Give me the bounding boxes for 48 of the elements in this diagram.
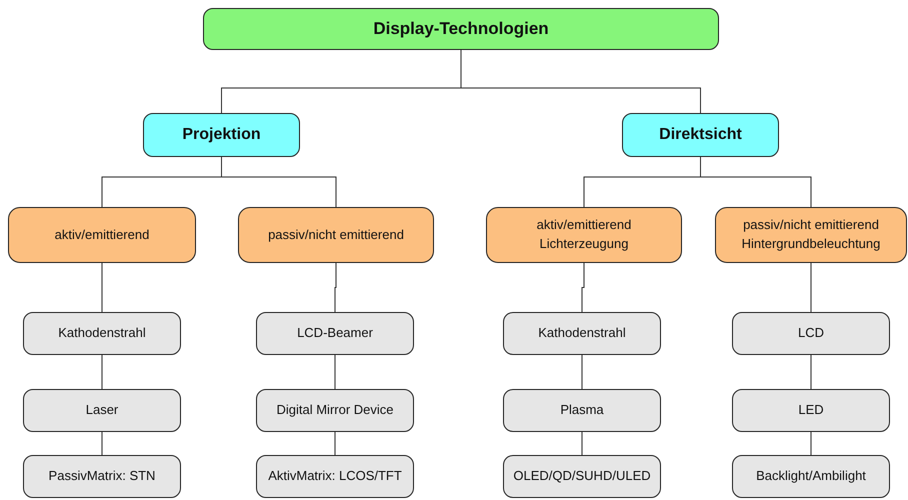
node-label: Digital Mirror Device <box>276 401 394 420</box>
connector-line <box>810 432 812 456</box>
connector-line <box>460 50 701 114</box>
connector-line <box>700 156 812 208</box>
category-box <box>143 113 300 157</box>
node-label: Direktsicht <box>659 125 742 146</box>
connector-line <box>582 262 584 312</box>
node-label: Projektion <box>182 125 261 146</box>
subcategory-box <box>8 207 196 263</box>
technology-box <box>732 455 890 498</box>
technology-box <box>256 389 414 432</box>
connector-line <box>334 354 336 390</box>
node-label: PassivMatrix: STN <box>48 467 156 486</box>
connector-line <box>334 432 336 456</box>
technology-box <box>503 455 661 498</box>
node-label: LCD-Beamer <box>297 324 373 342</box>
node-label: Kathodenstrahl <box>538 324 626 342</box>
connector-line <box>221 156 336 208</box>
node-label: LED <box>798 401 824 420</box>
technology-box <box>23 389 181 432</box>
node-label: Kathodenstrahl <box>58 324 146 342</box>
subcategory-box <box>715 207 907 263</box>
subcategory-box <box>486 207 682 263</box>
technology-box <box>503 389 661 432</box>
technology-box <box>732 312 890 355</box>
node-label: Laser <box>86 401 118 420</box>
node-label: Backlight/Ambilight <box>756 467 866 486</box>
node-label: aktiv/emittierend <box>54 226 150 244</box>
node-label: aktiv/emittierend Lichterzeugung <box>536 216 632 253</box>
node-label: Plasma <box>560 401 604 420</box>
technology-box <box>23 312 181 355</box>
technology-box <box>503 312 661 355</box>
node-label: passiv/nicht emittierend <box>268 226 404 244</box>
node-label: OLED/QD/SUHD/ULED <box>513 467 651 486</box>
node-label: Display-Technologien <box>373 18 549 40</box>
technology-box <box>732 389 890 432</box>
connector-line <box>810 354 812 390</box>
category-box <box>622 113 779 157</box>
technology-box <box>256 312 414 355</box>
node-label: LCD <box>798 324 824 342</box>
title-box <box>203 8 719 50</box>
connector-line <box>334 262 336 312</box>
technology-box <box>256 455 414 498</box>
connector-line <box>810 262 812 312</box>
node-label: AktivMatrix: LCOS/TFT <box>268 467 402 486</box>
technology-box <box>23 455 181 498</box>
subcategory-box <box>238 207 434 263</box>
node-label: passiv/nicht emittierend Hintergrundbeleuchtung <box>740 216 882 253</box>
